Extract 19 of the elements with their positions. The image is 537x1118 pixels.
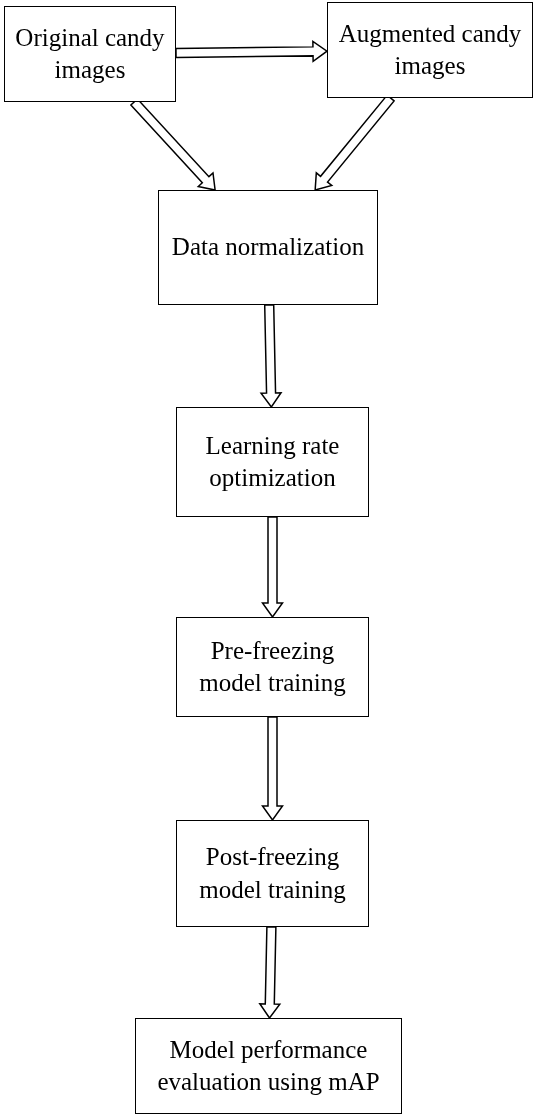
process-box — [176, 617, 369, 717]
box-label: Learning rate optimization — [204, 430, 341, 493]
hollow-arrow — [258, 926, 282, 1020]
box-label: Data normalization — [171, 232, 365, 263]
hollow-arrow — [259, 304, 283, 409]
box-label: Post-freezing model training — [198, 842, 347, 905]
box-label: Pre-freezing model training — [198, 635, 347, 698]
hollow-arrow — [261, 716, 284, 822]
hollow-arrow — [261, 516, 284, 619]
process-box — [176, 407, 369, 517]
box-label: Original candy images — [14, 22, 166, 85]
process-box — [4, 6, 176, 102]
process-box — [176, 820, 369, 927]
process-box — [327, 2, 533, 98]
hollow-arrow — [175, 39, 329, 63]
process-box — [158, 190, 378, 305]
box-label: Model performance evaluation using mAP — [156, 1034, 381, 1097]
box-label: Augmented candy images — [337, 18, 523, 81]
process-box — [135, 1018, 402, 1114]
